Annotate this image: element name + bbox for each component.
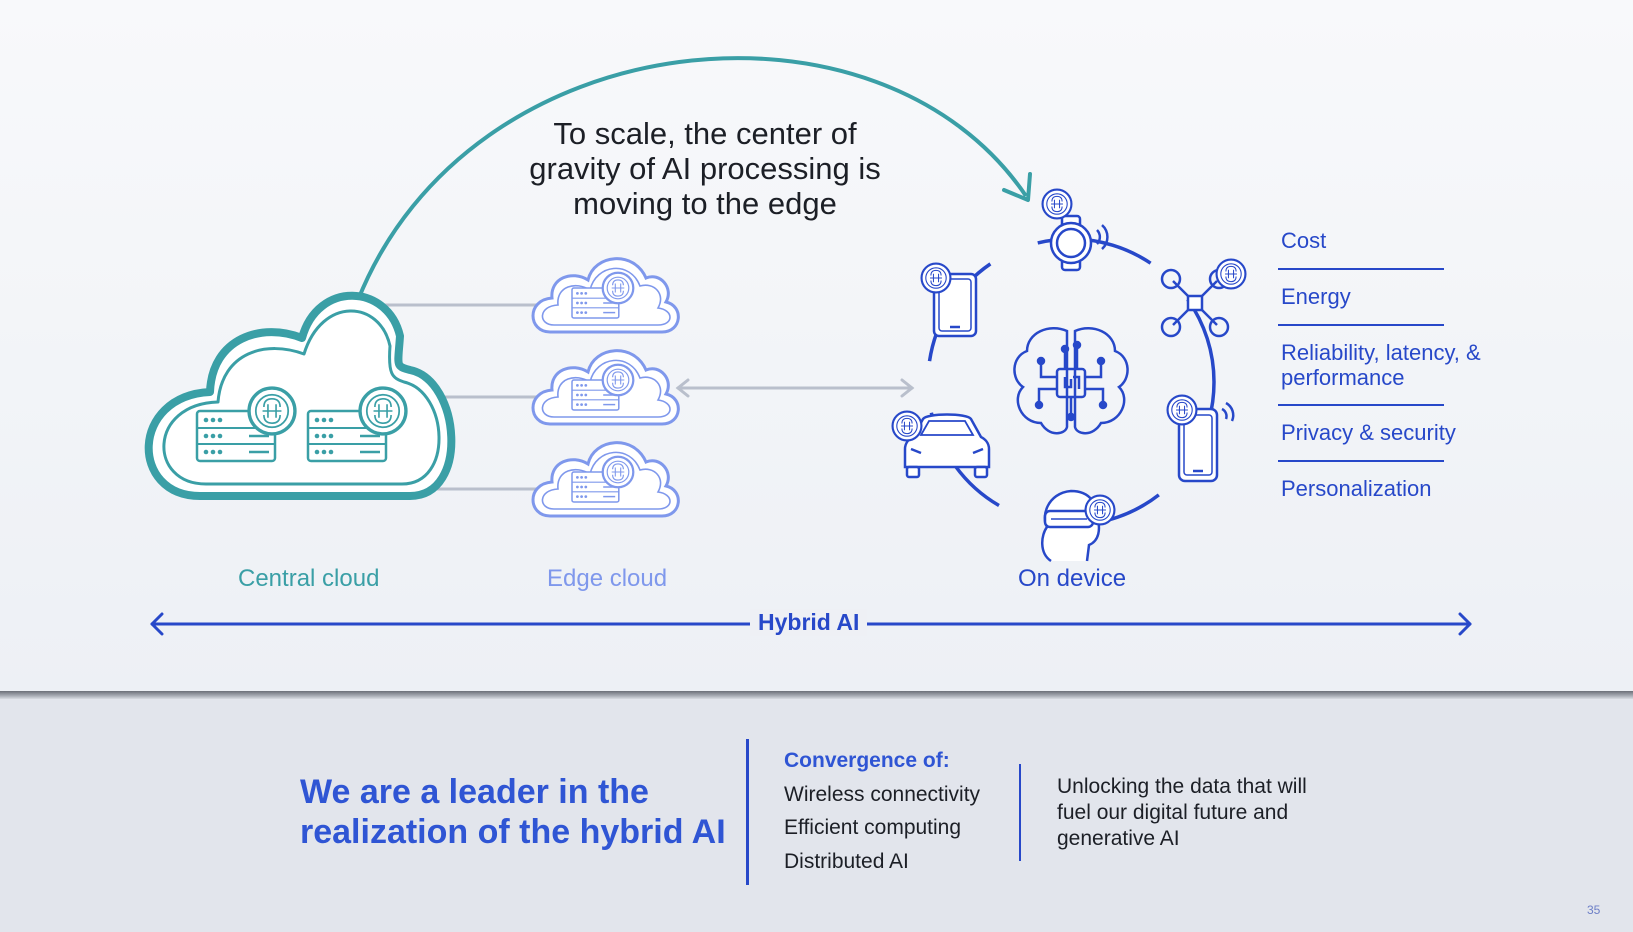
central-cloud-label: Central cloud — [238, 565, 380, 592]
convergence-item: Wireless connectivity — [784, 783, 981, 806]
benefit-reliability: Reliability, latency, & performance — [1281, 340, 1481, 390]
smartphone-icon — [1177, 401, 1235, 483]
bottom-panel — [0, 699, 1633, 932]
benefit-cost: Cost — [1281, 228, 1327, 253]
ai-brain-chip-icon — [891, 410, 923, 442]
smartwatch-icon — [1049, 214, 1109, 272]
unlock-text: Unlocking the data that will fuel our di… — [1057, 775, 1307, 850]
headline: To scale, the center of gravity of AI pr… — [529, 116, 881, 221]
ai-brain-chip-icon — [1041, 188, 1073, 220]
ai-brain-icon — [1013, 326, 1129, 435]
section-divider — [1019, 764, 1021, 861]
edge-migration-arrowhead — [1002, 172, 1032, 202]
convergence-item: Distributed AI — [784, 850, 909, 873]
edge-cloud-icon — [533, 259, 678, 332]
benefit-divider — [1278, 324, 1444, 326]
benefit-divider — [1278, 268, 1444, 270]
section-divider — [746, 739, 749, 885]
edge-migration-arrow — [356, 56, 1028, 301]
panel-divider — [0, 691, 1633, 699]
benefit-privacy: Privacy & security — [1281, 420, 1456, 445]
edge-cloud-icon — [533, 443, 678, 516]
edge-cloud-label: Edge cloud — [547, 565, 668, 592]
hybrid-ai-diagram — [144, 56, 1472, 636]
device-ring — [891, 188, 1247, 563]
drone-icon — [1160, 268, 1230, 338]
ai-brain-chip-icon — [1215, 258, 1247, 290]
cloud-connectors — [360, 303, 540, 491]
ai-brain-chip-icon — [247, 386, 297, 436]
car-icon — [903, 413, 991, 479]
on-device-label: On device — [1018, 565, 1127, 592]
benefit-divider — [1278, 460, 1444, 462]
leader-title: We are a leader in the realization of th… — [300, 773, 726, 851]
hybrid-ai-label: Hybrid AI — [750, 609, 868, 636]
ai-brain-chip-icon — [1084, 494, 1116, 526]
convergence-title: Convergence of: — [784, 749, 950, 772]
ai-brain-chip-icon — [920, 262, 952, 294]
convergence-item: Efficient computing — [784, 816, 962, 839]
ai-brain-chip-icon — [1166, 394, 1198, 426]
page-number: 35 — [1587, 903, 1601, 917]
benefit-personalization: Personalization — [1281, 476, 1432, 501]
central-cloud-icon — [144, 291, 456, 500]
ai-brain-chip-icon — [358, 386, 408, 436]
benefit-energy: Energy — [1281, 284, 1351, 309]
edge-cloud-icon — [533, 351, 678, 424]
edge-device-link — [675, 378, 915, 398]
benefit-divider — [1278, 404, 1444, 406]
